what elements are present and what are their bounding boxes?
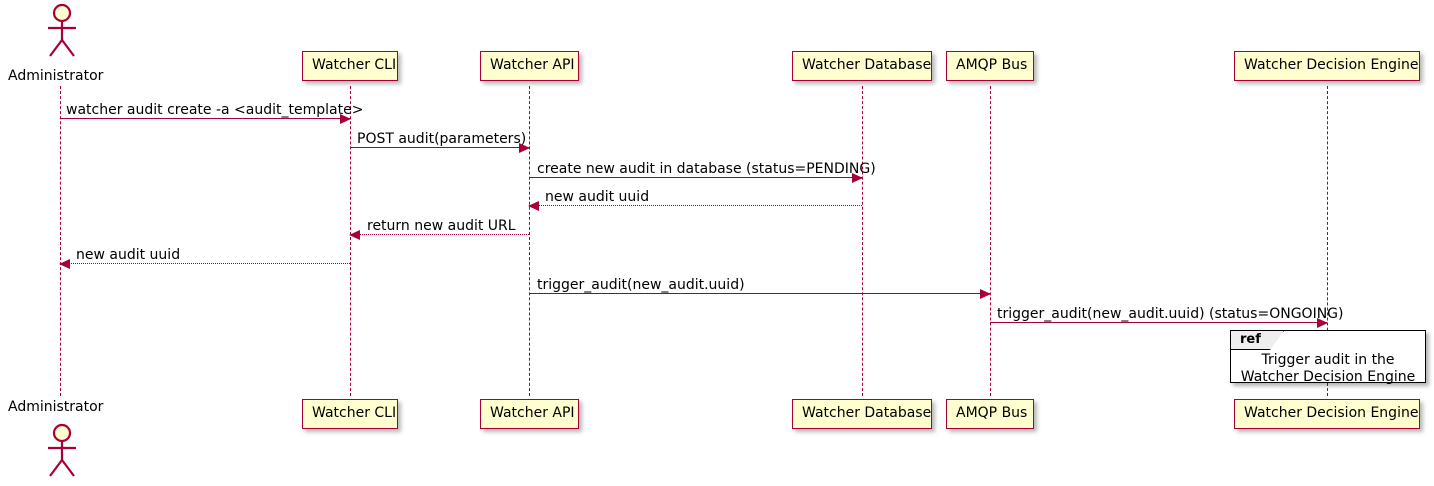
participant-watcher-database-top[interactable]: Watcher Database xyxy=(792,51,932,81)
message-label-post-audit: POST audit(parameters) xyxy=(357,131,527,147)
lifeline-administrator xyxy=(60,86,61,396)
participant-watcher-cli-bottom[interactable]: Watcher CLI xyxy=(302,399,398,429)
actor-figure-icon xyxy=(48,3,76,57)
actor-figure-icon xyxy=(48,423,76,477)
message-label-new-audit-uuid-cli: new audit uuid xyxy=(76,247,181,263)
ref-fragment-body: Trigger audit in the Watcher Decision En… xyxy=(1231,352,1425,386)
arrowhead-right-icon xyxy=(980,289,991,299)
message-arrow-post-audit xyxy=(350,143,530,153)
actor-administrator-top xyxy=(34,2,86,58)
actor-administrator-bottom xyxy=(34,422,86,478)
ref-fragment-tab-label: ref xyxy=(1231,331,1284,350)
message-label-return-new-audit-url: return new audit URL xyxy=(367,218,516,234)
participant-watcher-api-top[interactable]: Watcher API xyxy=(480,51,579,81)
message-label-trigger-audit: trigger_audit(new_audit.uuid) xyxy=(537,277,745,293)
lifeline-watcher-cli xyxy=(350,86,351,396)
participant-watcher-decision-engine-top[interactable]: Watcher Decision Engine xyxy=(1234,51,1420,81)
participant-watcher-database-bottom[interactable]: Watcher Database xyxy=(792,399,932,429)
participant-watcher-cli-top[interactable]: Watcher CLI xyxy=(302,51,398,81)
message-arrow-trigger-audit xyxy=(529,289,991,299)
arrowhead-right-icon xyxy=(1317,318,1328,328)
message-label-new-audit-uuid-db: new audit uuid xyxy=(545,189,650,205)
participant-watcher-decision-engine-bottom[interactable]: Watcher Decision Engine xyxy=(1234,399,1420,429)
lifeline-watcher-api xyxy=(529,86,530,396)
ref-fragment-line2: Watcher Decision Engine xyxy=(1240,369,1416,385)
message-arrow-return-new-audit-url xyxy=(349,230,529,240)
message-arrow-new-audit-uuid-db xyxy=(528,201,862,211)
lifeline-amqp-bus xyxy=(990,86,991,396)
message-arrow-watcher-audit-create xyxy=(60,114,351,124)
actor-label-administrator-bottom: Administrator xyxy=(8,399,104,415)
participant-watcher-api-bottom[interactable]: Watcher API xyxy=(480,399,579,429)
arrowhead-left-icon xyxy=(528,201,539,211)
arrowhead-right-icon xyxy=(519,143,530,153)
arrowhead-right-icon xyxy=(852,173,863,183)
lifeline-watcher-decision-engine xyxy=(1327,86,1328,396)
lifeline-watcher-database xyxy=(862,86,863,396)
message-label-trigger-audit-ongoing: trigger_audit(new_audit.uuid) (status=ON… xyxy=(997,306,1344,322)
ref-fragment-line1: Trigger audit in the xyxy=(1261,352,1395,368)
arrowhead-left-icon xyxy=(59,259,70,269)
message-label-watcher-audit-create: watcher audit create -a <audit_template> xyxy=(66,102,364,118)
message-arrow-trigger-audit-ongoing xyxy=(990,318,1328,328)
ref-fragment: ref Trigger audit in the Watcher Decisio… xyxy=(1230,330,1426,386)
message-arrow-new-audit-uuid-cli xyxy=(59,259,350,269)
arrowhead-right-icon xyxy=(340,114,351,124)
actor-label-administrator-top: Administrator xyxy=(8,68,104,84)
participant-amqp-bus-top[interactable]: AMQP Bus xyxy=(946,51,1034,81)
participant-amqp-bus-bottom[interactable]: AMQP Bus xyxy=(946,399,1034,429)
message-arrow-create-new-audit xyxy=(529,173,863,183)
message-label-create-new-audit: create new audit in database (status=PEN… xyxy=(537,161,876,177)
arrowhead-left-icon xyxy=(349,230,360,240)
